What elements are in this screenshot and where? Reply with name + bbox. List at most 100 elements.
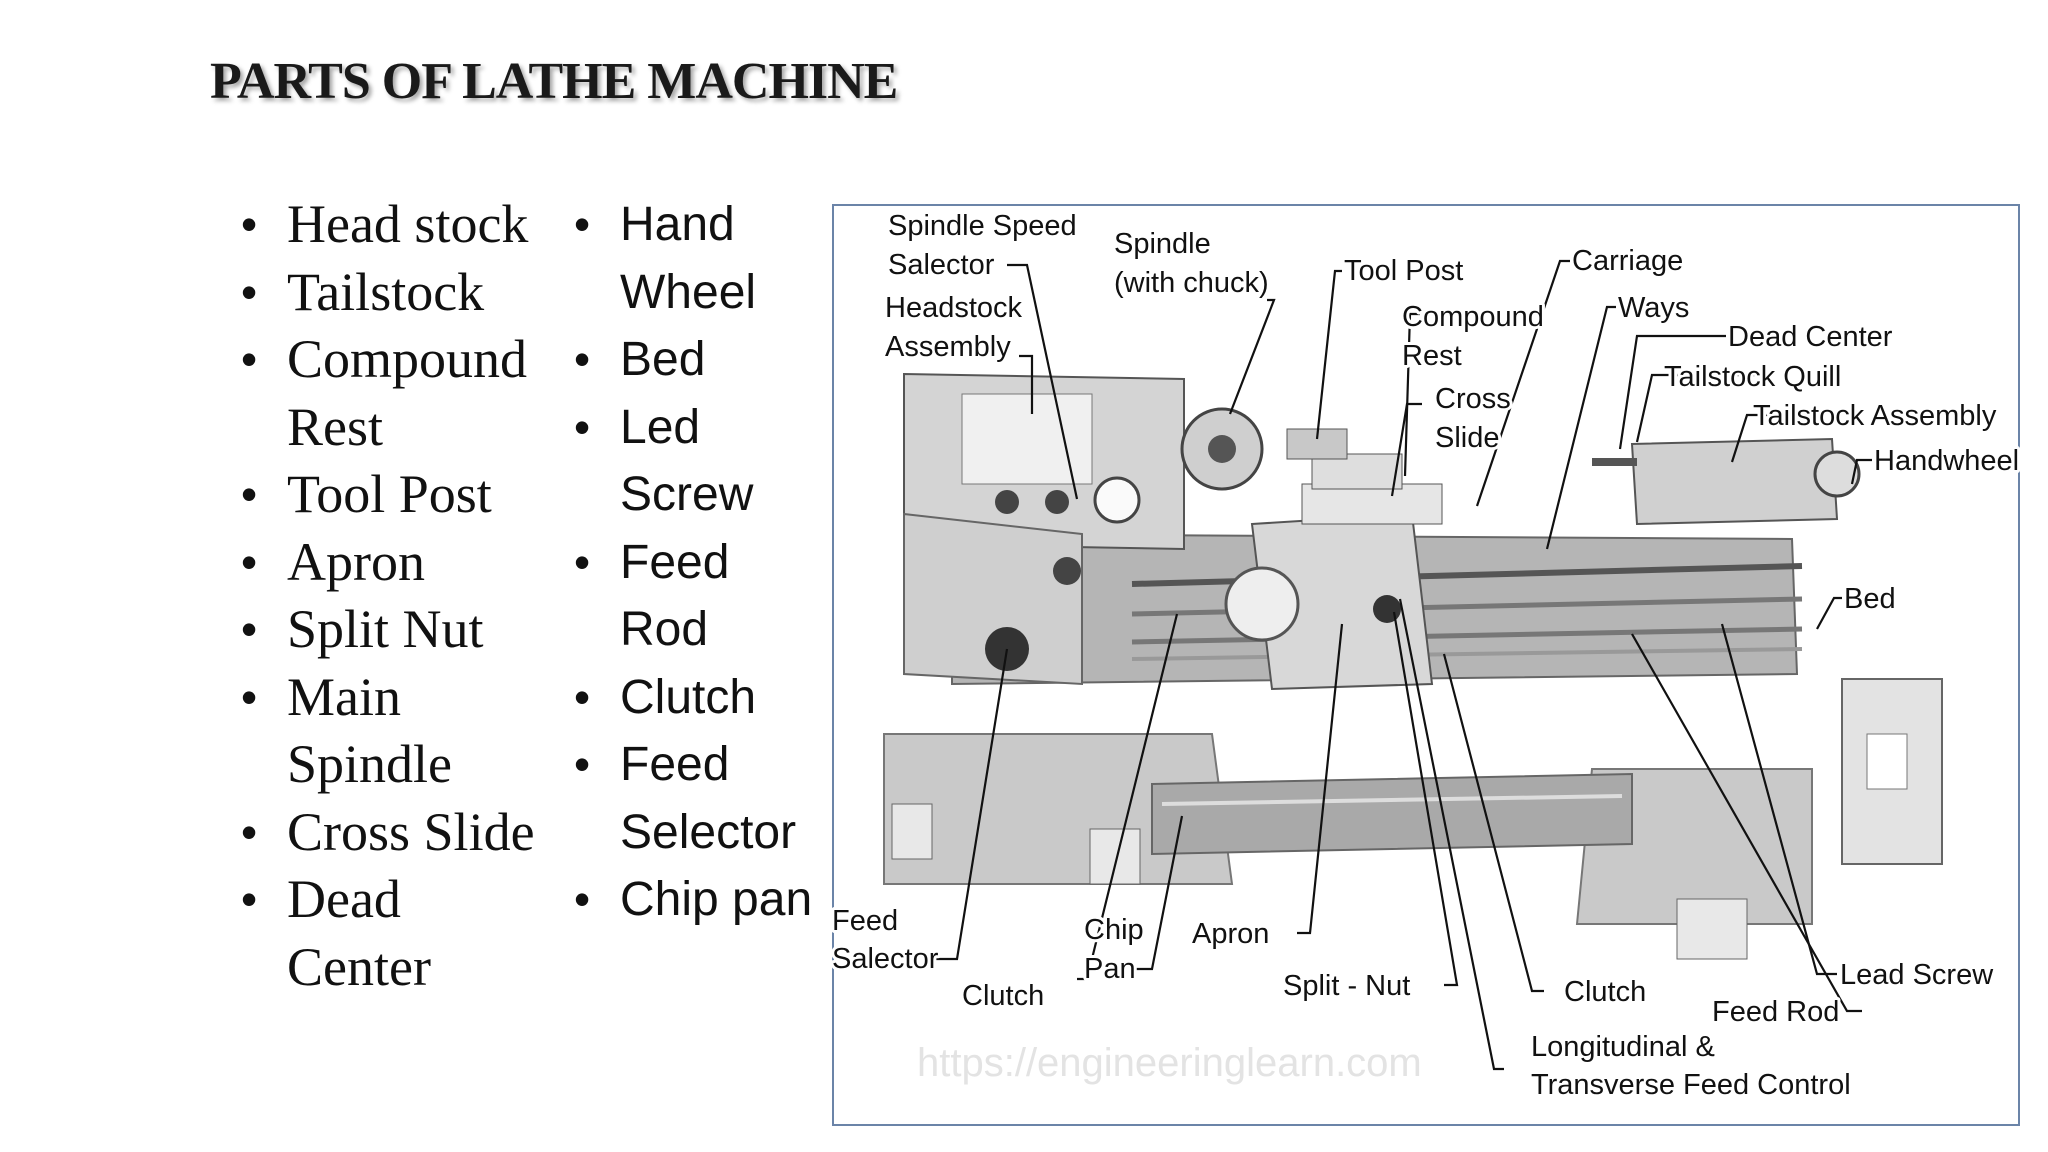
label-spindle-speed-selector: Salector [888,249,995,281]
leader-line [1398,598,1504,1071]
headstock-plate [961,393,1093,485]
spindle-speed-dial [1093,476,1141,524]
list-item: Dead Center [241,866,557,1001]
chuck-center [1208,435,1236,463]
list-item: Cross Slide [241,799,557,867]
leader-line [1816,596,1842,630]
label-carriage: Carriage [1572,245,1683,277]
label-feed-selector: Salector [832,943,939,975]
label-feed-selector: Feed [832,905,898,937]
label-clutch: Clutch [1564,976,1646,1008]
list-item: Led Screw [574,394,820,529]
leader-line [1392,611,1459,987]
label-ways: Ways [1618,292,1689,324]
electrical-panel [1866,733,1908,790]
leader-line [1315,269,1342,440]
leader-line [1730,413,1817,463]
cabinet-panel [891,803,933,860]
watermark: https://engineeringlearn.com [917,1041,1422,1085]
label-longitudinal-feed-control: Transverse Feed Control [1531,1069,1851,1101]
label-chip-pan: Pan [1084,953,1136,985]
label-tailstock-quill: Tailstock Quill [1664,361,1841,393]
label-spindle-speed-selector: Spindle Speed [888,210,1077,242]
feed-rod-shape [1131,626,1803,645]
label-cross-slide: Cross [1435,383,1511,415]
label-headstock-assembly: Assembly [885,331,1011,363]
leader-line [1007,263,1079,500]
leader-line [1228,298,1276,415]
label-compound-rest: Rest [1402,340,1462,372]
list-item: Apron [241,529,557,597]
leader-lines [932,259,1872,1071]
cross-slide-shape [1301,483,1443,525]
split-nut-lever [1373,595,1401,623]
leader-line [1720,623,1837,976]
label-apron: Apron [1192,918,1269,950]
parts-list-column-1: Head stock Tailstock Compound Rest Tool … [241,191,557,1001]
slide-title: PARTS OF LATHE MACHINE [210,53,898,110]
list-item: Tailstock [241,259,557,327]
label-bed: Bed [1844,583,1896,615]
label-spindle: (with chuck) [1114,267,1269,299]
label-headstock-assembly: Headstock [885,292,1023,324]
label-clutch: Clutch [962,980,1044,1012]
label-feed-rod: Feed Rod [1712,996,1839,1028]
cabinet-panel [1089,828,1141,885]
leader-line [1850,458,1872,485]
list-item: Hand Wheel [574,191,820,326]
tailstock-handwheel [1813,450,1861,498]
leader-line [1442,653,1544,993]
leader-line [1403,312,1420,477]
leader-line [1475,259,1570,507]
apron-handwheel [1224,566,1300,642]
label-cross-slide: Slide [1435,422,1500,454]
lathe-diagram: Spindle Speed Salector Spindle (with chu… [832,204,2020,1126]
label-lead-screw: Lead Screw [1840,959,1994,991]
list-item: Clutch [574,664,820,732]
leader-line [1635,373,1761,443]
label-tool-post: Tool Post [1344,255,1463,287]
label-dead-center: Dead Center [1728,321,1893,353]
chip-pan-edge [1161,794,1623,806]
list-item: Split Nut [241,596,557,664]
list-item: Main Spindle [241,664,557,799]
electrical-box [1841,678,1943,865]
chip-pan-shape [1151,772,1633,856]
compound-rest-shape [1311,453,1403,490]
headstock-knob [1045,490,1069,514]
bed-rod [1131,647,1803,661]
headstock-knob [1053,557,1081,585]
gearbox-shape [903,512,1083,686]
headstock-base-cabinet [883,733,1234,885]
cabinet-panel [1676,898,1748,960]
parts-list-column-2: Hand Wheel Bed Led Screw Feed Rod Clutch… [574,191,820,934]
label-compound-rest: Compound [1402,301,1544,333]
list-item: Chip pan [574,866,820,934]
tailstock-shape [1630,437,1839,526]
list-item: Tool Post [241,461,557,529]
leader-line [1631,633,1862,1013]
leader-line [1077,613,1179,981]
list-item: Feed Selector [574,731,820,866]
list-item: Feed Rod [574,529,820,664]
list-item: Head stock [241,191,557,259]
label-tailstock-assembly: Tailstock Assembly [1753,400,1997,432]
leader-line [1390,402,1422,497]
headstock-knob [995,490,1019,514]
diagram-labels: Spindle Speed Salector Spindle (with chu… [832,207,2020,1104]
label-longitudinal-feed-control: Longitudinal & [1531,1031,1715,1063]
list-item: Bed [574,326,820,394]
leader-line [1618,334,1726,450]
label-chip-pan: Chip [1084,914,1144,946]
list-item: Compound Rest [241,326,557,461]
leader-line [1132,815,1184,971]
leader-line [1297,623,1344,935]
leader-line [932,648,1009,961]
label-spindle: Spindle [1114,228,1211,260]
leader-line [1019,354,1034,414]
label-split-nut: Split - Nut [1283,970,1410,1002]
leader-line [1545,305,1616,550]
label-handwheel: Handwheel [1874,445,2019,477]
tailstock-base-cabinet [1575,768,1813,925]
lathe-illustration [883,372,1943,960]
